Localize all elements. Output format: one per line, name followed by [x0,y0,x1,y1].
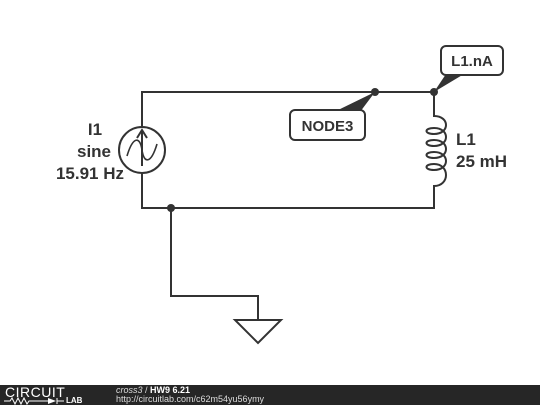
inductor-name-label: L1 [456,130,476,149]
resistor-diode-logo-icon [4,397,64,405]
ground-symbol[interactable] [232,319,284,345]
l1-na-tag[interactable]: L1.nA [434,45,504,92]
source-frequency-label: 15.91 Hz [56,164,124,183]
current-source-symbol[interactable] [118,126,166,174]
source-name-label: I1 [88,120,102,139]
title-separator: / [142,385,151,395]
node3-label: NODE3 [302,118,354,135]
inductor-value-label: 25 mH [456,152,507,171]
circuit-title[interactable]: HW9 6.21 [150,385,191,395]
footer-url[interactable]: http://circuitlab.com/c62m54yu56ymy [116,394,265,404]
wire-ground [170,207,259,321]
author-name[interactable]: cross3 [116,385,143,395]
junction-ground[interactable] [167,204,175,212]
node3-tag[interactable]: NODE3 [289,92,375,141]
circuit-schematic: NODE3 L1.nA I1 sine 15.91 Hz L1 25 mH [56,45,507,345]
footer-title-line: cross3 / HW9 6.21 [116,386,190,395]
logo-text-lab: LAB [66,396,83,405]
l1-na-label: L1.nA [451,53,493,70]
footer-bar: CIRCUIT LAB cross3 / HW9 6.21 http://cir… [0,385,540,405]
source-type-label: sine [77,142,111,161]
logo-text-circuit: CIRCUIT [5,384,66,400]
inductor-symbol[interactable] [425,115,447,187]
